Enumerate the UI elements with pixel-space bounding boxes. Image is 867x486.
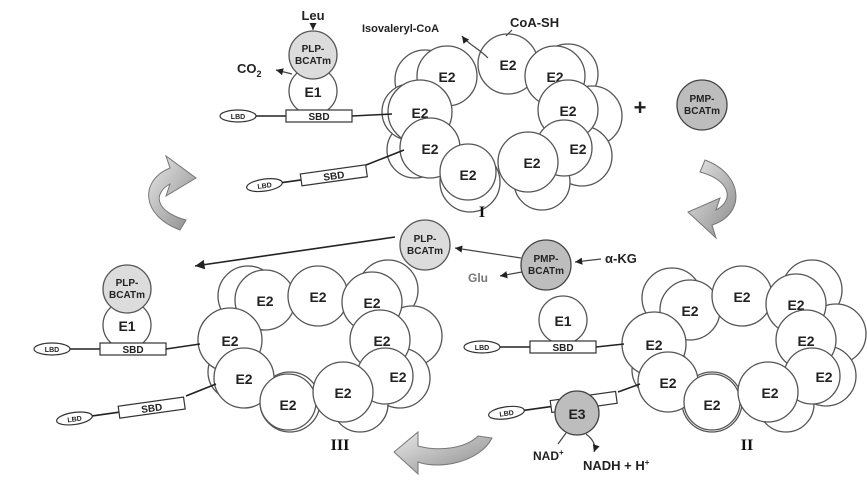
svg-text:E2: E2: [389, 369, 406, 385]
svg-text:E2: E2: [421, 141, 438, 157]
svg-text:E2: E2: [438, 69, 455, 85]
e2-subunit: E2: [637, 351, 699, 413]
svg-text:E2: E2: [569, 141, 586, 157]
svg-text:E2: E2: [256, 293, 273, 309]
svg-text:E2: E2: [411, 105, 428, 121]
svg-text:SBD: SBD: [141, 402, 163, 416]
svg-text:E2: E2: [373, 333, 390, 349]
svg-text:E2: E2: [334, 385, 351, 401]
e2-subunit: E2: [497, 131, 559, 193]
svg-text:PMP-: PMP-: [690, 94, 715, 105]
leu-label: Leu: [301, 8, 324, 23]
svg-text:E2: E2: [761, 385, 778, 401]
pmp-bcatm-free: PMP- BCATm: [676, 79, 728, 131]
nadh-label: NADH + H+: [583, 458, 650, 473]
svg-text:BCATm: BCATm: [407, 246, 443, 257]
svg-text:E2: E2: [659, 375, 676, 391]
svg-text:PLP-: PLP-: [302, 44, 325, 55]
glu-label: Glu: [468, 271, 488, 285]
svg-text:E2: E2: [499, 57, 516, 73]
e1-subunit: E1: [102, 300, 152, 350]
plp-bcatm: PLP- BCATm: [288, 30, 338, 80]
svg-text:LBD: LBD: [45, 347, 59, 354]
sbd-label: SBD: [308, 112, 329, 123]
svg-text:E2: E2: [309, 289, 326, 305]
svg-text:E2: E2: [279, 397, 296, 413]
svg-text:E2: E2: [363, 295, 380, 311]
e2-subunit: E2: [287, 265, 349, 327]
svg-text:LBD: LBD: [257, 182, 272, 191]
svg-text:E2: E2: [703, 397, 720, 413]
e1-subunit: E1: [538, 295, 588, 345]
cycle-arrow-right: [687, 159, 737, 240]
svg-text:BCATm: BCATm: [528, 266, 564, 277]
svg-text:E2: E2: [221, 333, 238, 349]
e2-subunit: E2: [683, 373, 741, 431]
plp-bcatm: PLP- BCATm: [102, 264, 152, 314]
state-label-1: I: [479, 204, 485, 221]
e2-subunit: E2: [213, 347, 275, 409]
pmp-bcatm-mid: PMP- BCATm: [520, 239, 572, 291]
svg-text:E2: E2: [733, 289, 750, 305]
svg-text:PMP-: PMP-: [534, 254, 559, 265]
isovaleryl-coa-label: Isovaleryl-CoA: [362, 23, 439, 35]
svg-text:LBD: LBD: [499, 410, 514, 419]
lbd-label: LBD: [231, 114, 245, 121]
svg-text:E2: E2: [681, 303, 698, 319]
svg-text:E2: E2: [523, 155, 540, 171]
cycle-arrow-left: [148, 154, 197, 231]
svg-text:E2: E2: [787, 297, 804, 313]
state-label-3: III: [331, 437, 350, 454]
complex-state-2: E2 E2 E2 E2 E2 E2 E2 E2 E2 E1 LBD SBD LB…: [463, 259, 867, 473]
plp-bcatm-mid: PLP- BCATm: [399, 219, 451, 271]
svg-text:SBD: SBD: [122, 345, 143, 356]
co2-label: CO2: [237, 61, 262, 79]
nad-label: NAD+: [533, 448, 564, 463]
svg-text:SBD: SBD: [323, 170, 345, 184]
e2-subunit: E2: [711, 265, 773, 327]
svg-text:PLP-: PLP-: [116, 278, 139, 289]
e2-subunit: E2: [259, 373, 317, 431]
svg-text:E1: E1: [554, 313, 571, 329]
svg-text:E2: E2: [645, 337, 662, 353]
svg-text:SBD: SBD: [552, 343, 573, 354]
akg-label: α-KG: [605, 251, 637, 266]
e2-subunit: E2: [439, 143, 497, 201]
svg-text:E2: E2: [459, 167, 476, 183]
svg-text:E1: E1: [118, 318, 135, 334]
svg-text:LBD: LBD: [67, 415, 82, 424]
svg-text:E2: E2: [559, 103, 576, 119]
e2-subunit: E2: [477, 33, 539, 95]
complex-state-3: E2 E2 E2 E2 E2 E2 E2 E2 E2 E1 PLP- BCATm…: [33, 259, 443, 454]
svg-text:LBD: LBD: [475, 345, 489, 352]
svg-text:BCATm: BCATm: [684, 106, 720, 117]
e2-subunit: E2: [737, 361, 799, 423]
svg-text:E2: E2: [797, 333, 814, 349]
complex-state-1: E2 E2 E2 E2 E2 E2 E2 E2 E2 E1 PLP- BCATm…: [219, 8, 623, 221]
cycle-arrow-bottom: [393, 430, 493, 476]
svg-text:E1: E1: [304, 84, 321, 100]
svg-text:E2: E2: [815, 369, 832, 385]
svg-text:E3: E3: [568, 406, 585, 422]
state-label-2: II: [741, 437, 753, 454]
e3-subunit: E3: [554, 390, 600, 436]
svg-text:E2: E2: [235, 371, 252, 387]
svg-text:BCATm: BCATm: [295, 56, 331, 67]
e2-subunit: E2: [312, 361, 374, 423]
coash-label: CoA-SH: [510, 15, 559, 30]
svg-text:BCATm: BCATm: [109, 290, 145, 301]
svg-text:PLP-: PLP-: [414, 234, 437, 245]
plus-sign: +: [634, 95, 647, 120]
